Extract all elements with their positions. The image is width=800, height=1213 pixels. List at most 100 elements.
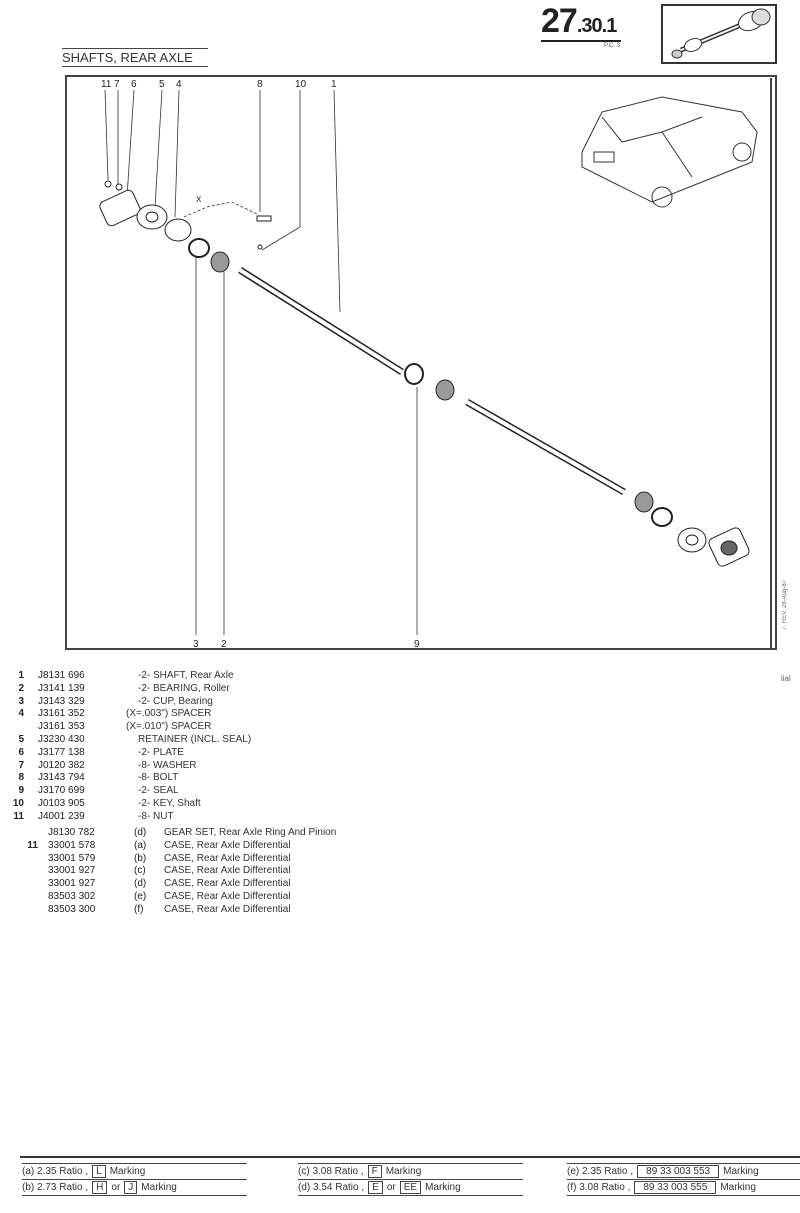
part-description: CASE, Rear Axle Differential: [164, 839, 291, 851]
callout-9: 9: [414, 639, 420, 648]
variant-code: (d): [134, 827, 147, 838]
rule: [298, 1179, 523, 1180]
callout-5: 5: [159, 79, 165, 90]
car-illustration: [581, 96, 758, 208]
footnote-text: Marking: [141, 1182, 177, 1193]
part-description: -2- SEAL: [138, 785, 179, 797]
footnote-text: or: [111, 1182, 121, 1193]
rule: [567, 1195, 800, 1196]
parts-row: 8 J3143 794 -8- BOLT: [8, 772, 251, 785]
item-number: [8, 891, 38, 904]
frame-edge: [770, 78, 772, 648]
footnote-text: (f) 3.08 Ratio ,: [567, 1182, 631, 1193]
part-description: CASE, Rear Axle Differential: [164, 865, 291, 877]
part-number: J3143 329: [38, 695, 85, 707]
part-number: 83503 300: [48, 903, 96, 915]
axle-shaft-thumbnail: [661, 4, 777, 64]
item-number: 11: [27, 839, 38, 851]
parts-row: 33001 927(c)CASE, Rear Axle Differential: [8, 865, 336, 878]
spacer-dimension-label: X: [196, 195, 202, 204]
item-number: 1: [18, 670, 24, 681]
parts-row: 9 J3170 699 -2- SEAL: [8, 785, 251, 798]
page-title: SHAFTS, REAR AXLE: [62, 50, 193, 65]
variant-code: (f): [134, 903, 144, 915]
part-description: CASE, Rear Axle Differential: [164, 890, 291, 902]
parts-row: 83503 300 (f) CASE, Rear Axle Differential: [8, 904, 336, 917]
rule: [22, 1195, 247, 1196]
marking-box: H: [92, 1181, 108, 1194]
part-number: J3161 352: [38, 708, 85, 720]
callout-8: 8: [257, 79, 263, 90]
footnote-text: Marking: [109, 1166, 146, 1177]
parts-row: 83503 302 (e) CASE, Rear Axle Differential: [8, 891, 336, 904]
footnote-text: or: [386, 1182, 396, 1193]
page-number-underline: [541, 40, 621, 42]
part-number: 83503 302: [48, 890, 96, 902]
item-number: [8, 853, 38, 866]
differential-parts-list: J8130 782 (d) GEAR SET, Rear Axle Ring And…: [8, 827, 336, 917]
item-number: 3: [18, 695, 24, 707]
marking-box: F: [367, 1165, 382, 1178]
item-number: 9: [18, 785, 24, 797]
part-number: J3161 353: [38, 721, 85, 733]
item-number: 6: [18, 746, 24, 758]
callout-2: 2: [221, 639, 227, 648]
part-number: J3141 139: [38, 682, 85, 694]
callout-3: 3: [193, 639, 199, 648]
subsection-number: .30: [576, 15, 603, 37]
item-number: 10: [12, 797, 24, 809]
part-description: CASE, Rear Axle Differential: [164, 878, 291, 890]
item-number: 8: [18, 772, 24, 784]
part-number: J3170 699: [38, 785, 85, 797]
part-description: RETAINER (INCL. SEAL): [138, 733, 252, 745]
part-description: CASE, Rear Axle Differential: [164, 903, 291, 915]
pc-label: P.C. 3: [604, 43, 620, 49]
parts-row: J3161 353(X=.010") SPACER: [8, 721, 251, 734]
part-number: J8131 696: [38, 670, 85, 681]
marking-box: 89 33 003 555: [634, 1181, 717, 1194]
partial-text: lial: [781, 674, 791, 683]
title-rule: [62, 66, 208, 67]
part-number: J4001 239: [38, 810, 85, 822]
part-description: -8- BOLT: [138, 772, 179, 784]
item-number: 7: [18, 759, 24, 771]
item-number: 5: [18, 733, 24, 745]
item-number: [8, 878, 38, 891]
parts-row: 33001 579(b)CASE, Rear Axle Differential: [8, 853, 336, 866]
rule: [22, 1163, 247, 1164]
part-description: CASE, Rear Axle Differential: [164, 852, 291, 864]
part-description: -8- NUT: [138, 810, 174, 822]
footnote-text: (a) 2.35 Ratio ,: [22, 1166, 89, 1177]
variant-code: (e): [134, 890, 147, 902]
part-number: J0120 382: [38, 759, 85, 771]
rule: [298, 1195, 523, 1196]
footnote-text: Marking: [723, 1166, 759, 1177]
part-description: -2- CUP, Bearing: [138, 695, 213, 707]
part-description: -2- KEY, Shaft: [138, 797, 201, 809]
part-description: -2- BEARING, Roller: [138, 682, 230, 694]
part-description: GEAR SET, Rear Axle Ring And Pinion: [164, 827, 337, 838]
section-number: 27: [541, 2, 578, 40]
callout-11: 11: [101, 79, 112, 90]
callout-1: 1: [331, 79, 337, 90]
item-number: [8, 865, 38, 878]
item-number: [8, 827, 38, 840]
part-number: J8130 782: [48, 827, 95, 838]
part-number: J3143 794: [38, 772, 85, 784]
part-number: J0103 905: [38, 797, 85, 809]
part-number: 33001 578: [48, 839, 96, 851]
item-number: [8, 721, 24, 734]
